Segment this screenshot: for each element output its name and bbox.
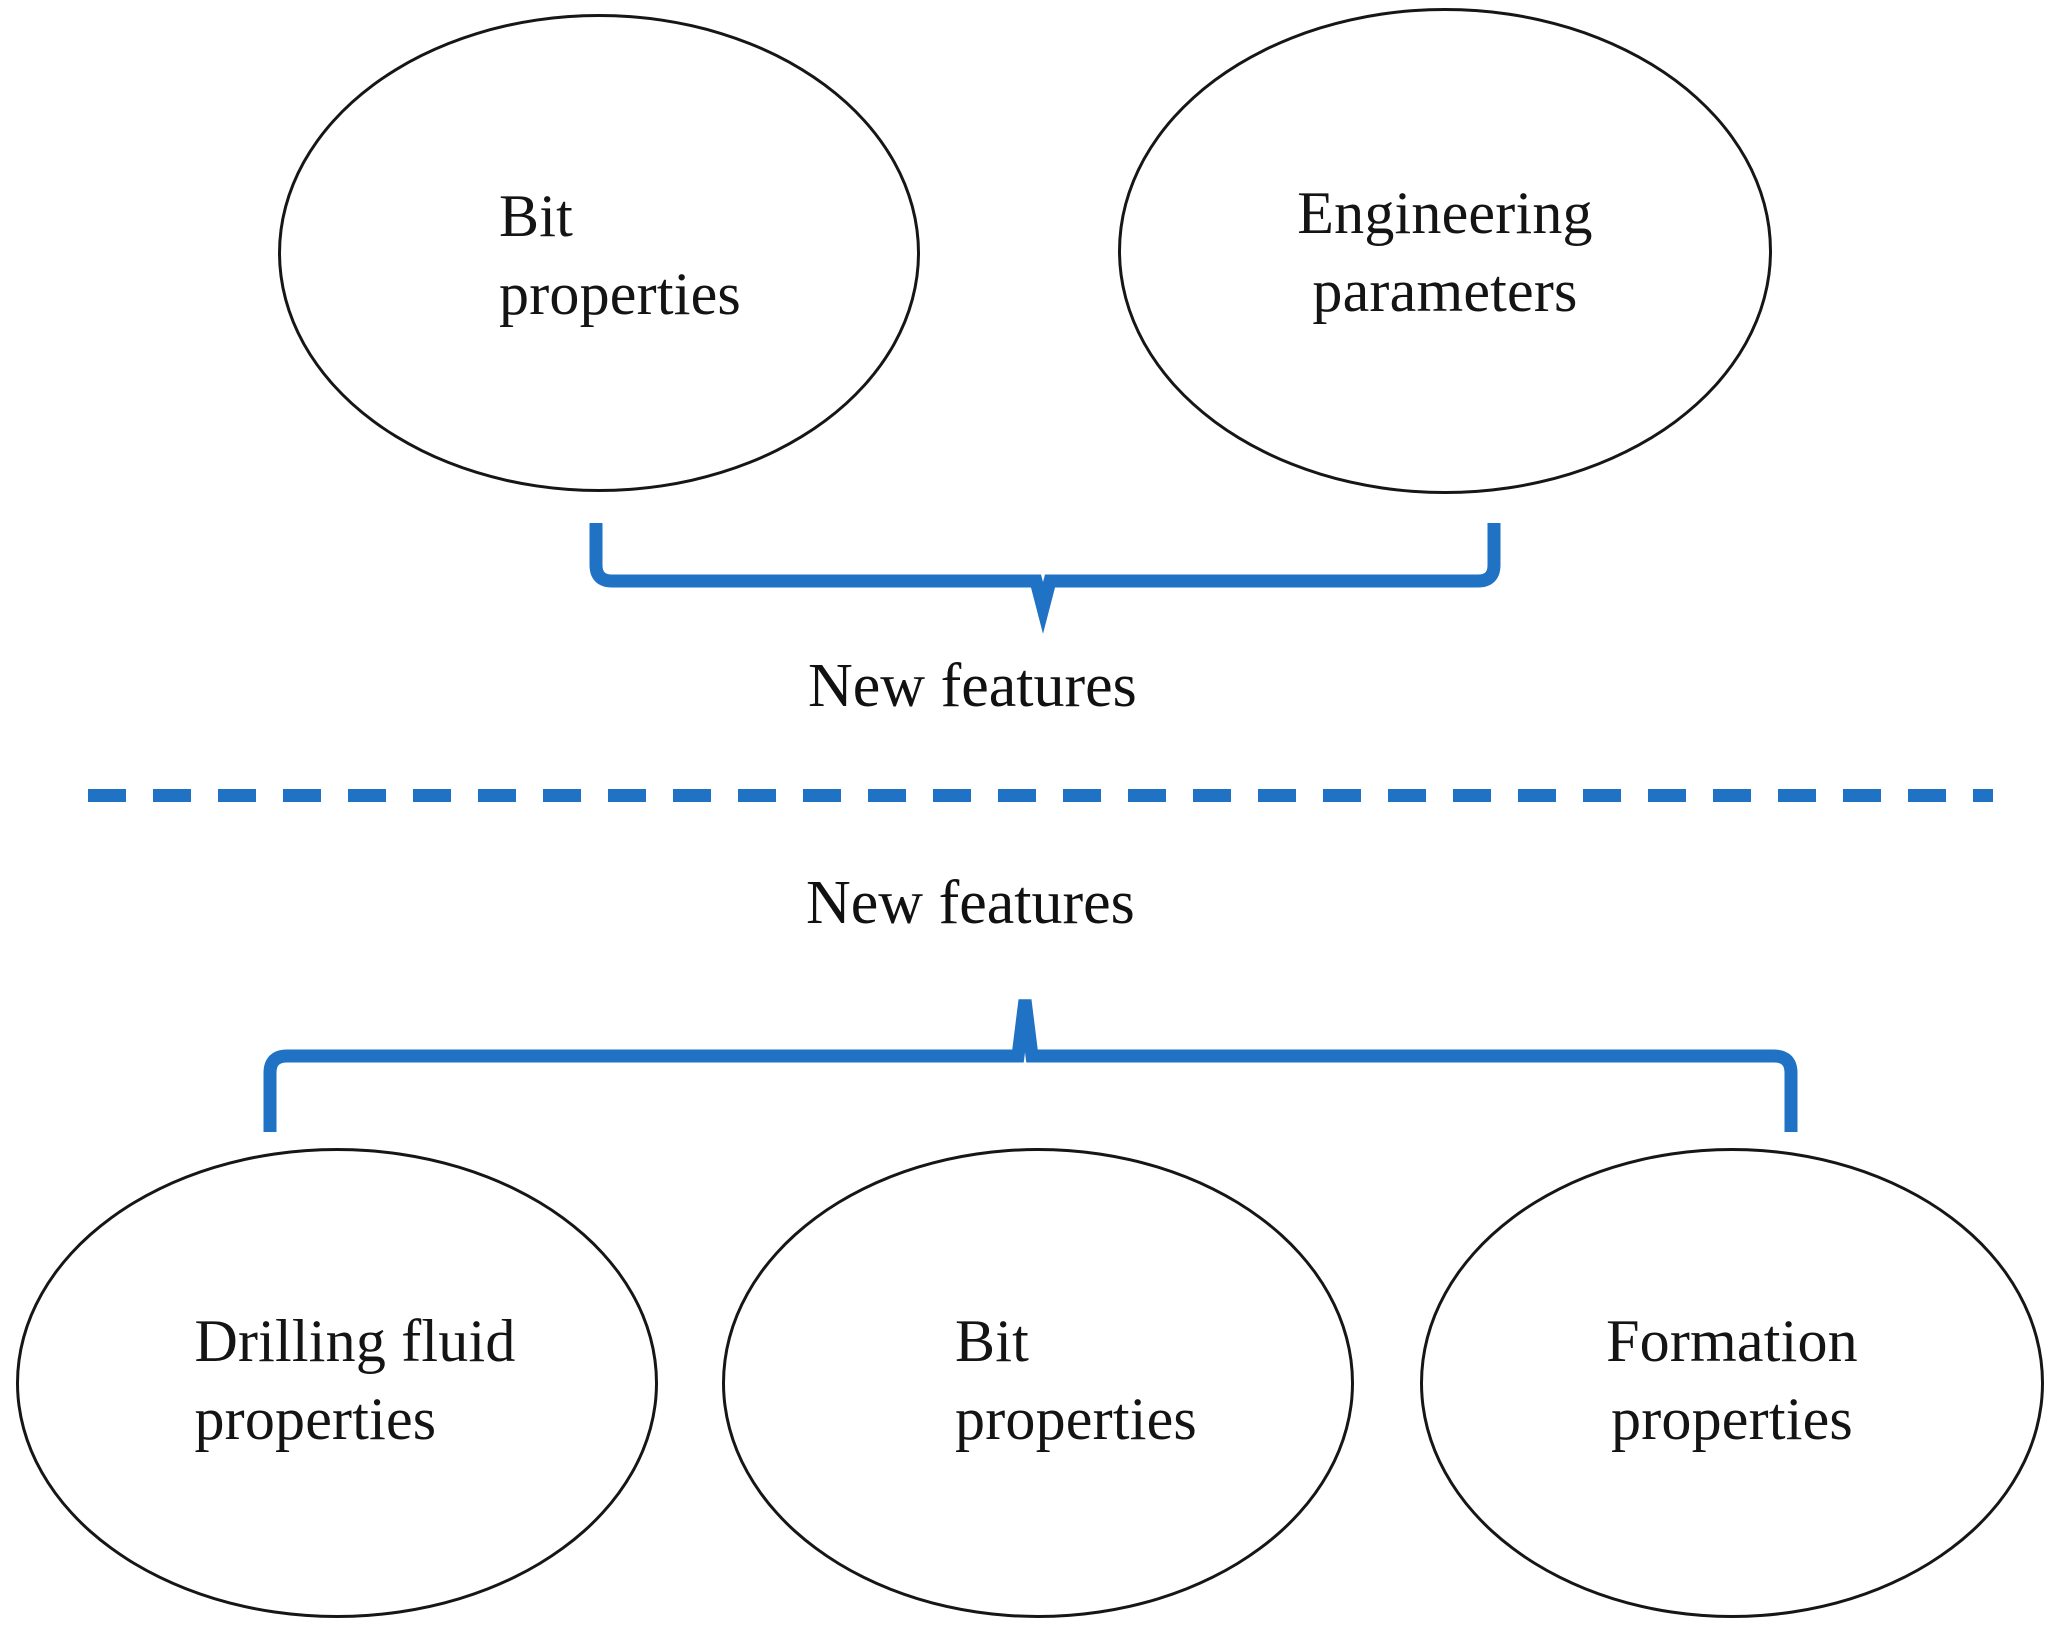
node-formation-properties-label: Formation properties bbox=[1606, 1308, 1858, 1452]
node-bit-properties-top-label: Bit properties bbox=[499, 183, 741, 327]
node-bit-properties-bottom[interactable]: Bit properties bbox=[722, 1148, 1354, 1618]
node-engineering-parameters[interactable]: Engineering parameters bbox=[1118, 8, 1772, 494]
caption-new-features-top: New features bbox=[808, 652, 1137, 720]
node-engineering-parameters-label: Engineering parameters bbox=[1297, 180, 1593, 324]
dashed-divider bbox=[88, 789, 1993, 802]
node-drilling-fluid-properties-label: Drilling fluid properties bbox=[194, 1308, 516, 1452]
node-bit-properties-top[interactable]: Bit properties bbox=[278, 14, 920, 492]
top-bracket-path bbox=[589, 523, 1501, 634]
node-bit-properties-bottom-label: Bit properties bbox=[955, 1308, 1197, 1452]
bottom-bracket-path bbox=[263, 999, 1798, 1132]
node-drilling-fluid-properties[interactable]: Drilling fluid properties bbox=[16, 1148, 658, 1618]
caption-new-features-bottom: New features bbox=[806, 869, 1135, 937]
node-formation-properties[interactable]: Formation properties bbox=[1420, 1148, 2044, 1618]
